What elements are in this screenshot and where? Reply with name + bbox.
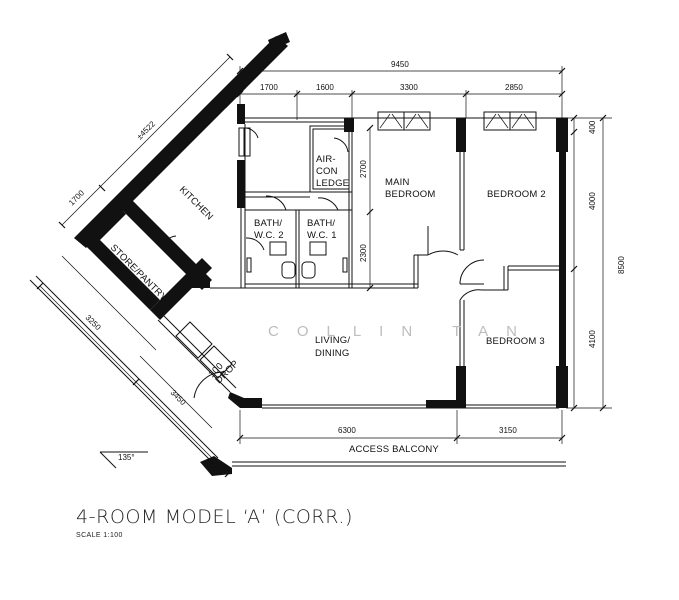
main-bedroom-label-line1: MAIN bbox=[385, 177, 410, 188]
interior-lines bbox=[29, 117, 568, 469]
bath2-label-line2: W.C. 2 bbox=[254, 230, 284, 241]
bath1-label-line2: W.C. 1 bbox=[307, 230, 337, 241]
plan-title: 4-ROOM MODEL ‘A’ (CORR.) bbox=[76, 506, 353, 528]
dim-bottom-2: 3150 bbox=[499, 426, 517, 435]
bath2-label-line1: BATH/ bbox=[254, 218, 282, 229]
living-label-line1: LIVING/ bbox=[315, 335, 350, 346]
living-label-line2: DINING bbox=[315, 348, 349, 359]
bedroom3-label: BEDROOM 3 bbox=[486, 336, 545, 347]
dim-right-2: 4000 bbox=[588, 192, 597, 210]
dim-diag-lower: 3250 bbox=[84, 313, 103, 332]
dim-right-3: 4100 bbox=[588, 330, 597, 348]
bath1-label-line1: BATH/ bbox=[307, 218, 335, 229]
kitchen-label: KITCHEN bbox=[177, 184, 215, 222]
main-bedroom-label-line2: BEDROOM bbox=[385, 189, 436, 200]
aircon-label-line2: CON bbox=[316, 166, 338, 177]
watermark: COLLIN TAN bbox=[268, 323, 535, 340]
access-balcony-label: ACCESS BALCONY bbox=[349, 444, 439, 455]
dim-diag-bottom: 3450 bbox=[169, 388, 188, 407]
dim-right-1: 400 bbox=[588, 120, 597, 134]
dim-diag-left: 1700 bbox=[67, 188, 86, 207]
dim-top-2: 1600 bbox=[316, 83, 334, 92]
dimension-lines bbox=[36, 53, 612, 478]
dim-right-total: 8500 bbox=[617, 256, 626, 274]
dim-inner-1: 2700 bbox=[359, 160, 368, 178]
doors bbox=[161, 127, 485, 399]
dim-bottom-1: 6300 bbox=[338, 426, 356, 435]
plan-scale: SCALE 1:100 bbox=[76, 532, 123, 539]
dim-top-3: 3300 bbox=[400, 83, 418, 92]
aircon-label-line3: LEDGE bbox=[316, 178, 349, 189]
dim-top-4: 2850 bbox=[505, 83, 523, 92]
dim-diag-top: ±4522 bbox=[135, 119, 157, 141]
dim-overall-width: 9450 bbox=[391, 60, 409, 69]
windows bbox=[238, 111, 537, 157]
dim-top-1: 1700 bbox=[260, 83, 278, 92]
dim-angle: 135° bbox=[118, 453, 135, 462]
aircon-label-line1: AIR- bbox=[316, 154, 336, 165]
walls bbox=[74, 32, 568, 476]
bedroom2-label: BEDROOM 2 bbox=[487, 189, 546, 200]
bath-fixtures bbox=[246, 241, 348, 279]
dim-inner-2: 2300 bbox=[359, 244, 368, 262]
